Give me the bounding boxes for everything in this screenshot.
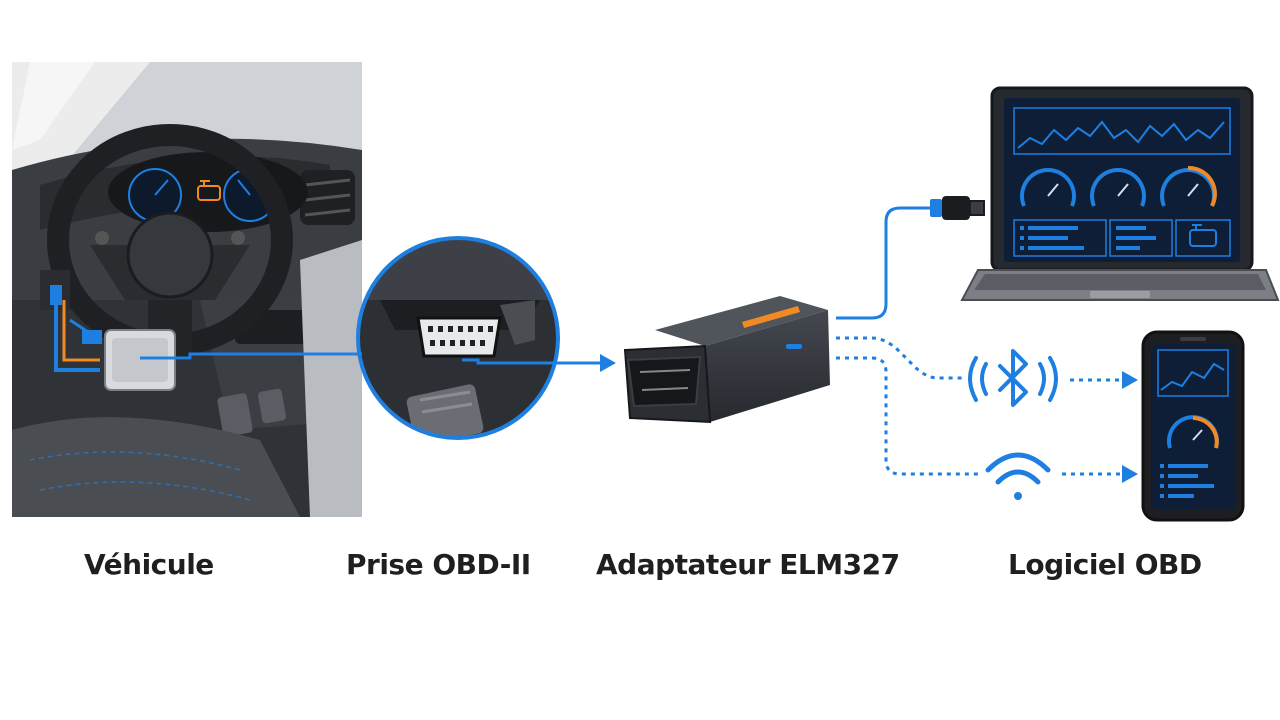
vehicle-to-port-line [140, 352, 362, 360]
elm327-adapter [623, 296, 830, 424]
bluetooth-icon [968, 349, 1058, 407]
port-to-adapter-arrow [462, 354, 616, 372]
wifi-icon [985, 452, 1051, 500]
laptop [960, 86, 1280, 301]
obd-ii-socket [416, 316, 502, 358]
smartphone [1141, 330, 1245, 522]
label-port: Prise OBD-II [346, 548, 531, 581]
vehicle-interior-illustration [12, 62, 362, 517]
obd-port-zoom [356, 236, 560, 440]
bluetooth-connection [836, 336, 1138, 407]
label-vehicle: Véhicule [84, 548, 214, 581]
usb-plug-icon [930, 196, 985, 220]
label-adapter: Adaptateur ELM327 [596, 548, 900, 581]
label-software: Logiciel OBD [1008, 548, 1202, 581]
wifi-connection [836, 356, 1138, 500]
engine-warning-icon [197, 180, 221, 201]
usb-connection [836, 196, 985, 320]
